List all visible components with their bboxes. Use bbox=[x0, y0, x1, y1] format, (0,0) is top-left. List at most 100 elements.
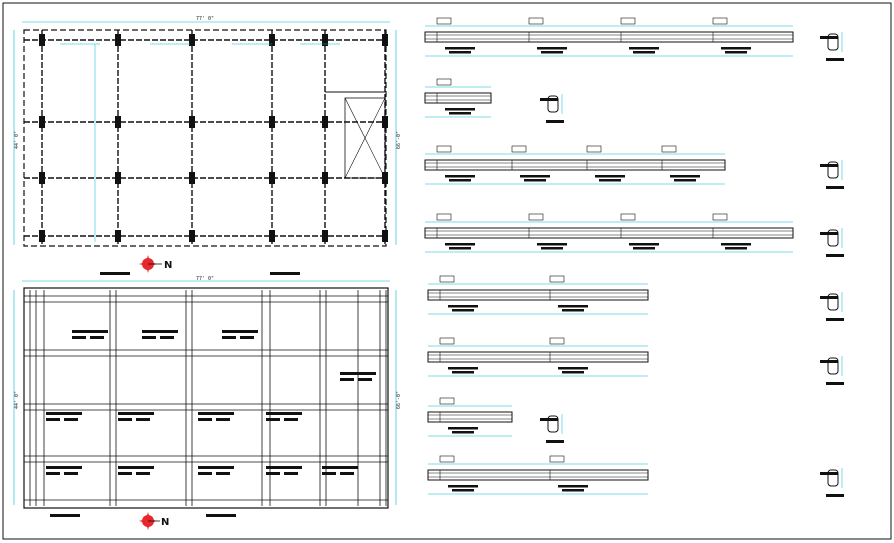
top-plan-depth-dim: 44' 0" bbox=[14, 131, 20, 149]
slab-label-bar bbox=[72, 336, 86, 339]
rebar-callout bbox=[445, 175, 475, 178]
beam-cross-section bbox=[820, 468, 844, 497]
beam-detail bbox=[427, 397, 513, 437]
slab-label-bar bbox=[198, 418, 212, 421]
beam-elevation bbox=[427, 351, 649, 363]
rebar-callout bbox=[524, 179, 546, 182]
bottom-plan-rebar-grid bbox=[24, 272, 388, 517]
slab-label-bar bbox=[198, 412, 234, 415]
beam-cross-section bbox=[820, 356, 844, 385]
beam-elevation bbox=[424, 159, 726, 171]
section-label-bar bbox=[826, 58, 844, 61]
slab-label-bar bbox=[46, 412, 82, 415]
top-floor-plan: 77' 0" 44' 0" 66'-0" bbox=[13, 16, 402, 247]
slab-label-bar bbox=[340, 372, 376, 375]
bottom-plan-right-dim: 66'-0" bbox=[396, 391, 402, 409]
rebar-callout bbox=[629, 47, 659, 50]
beam-cross-section bbox=[820, 32, 844, 61]
section-label-bar bbox=[820, 36, 838, 39]
column bbox=[322, 116, 328, 128]
rebar-callout bbox=[520, 175, 550, 178]
slab-label-bar bbox=[160, 336, 174, 339]
stirrup-tag bbox=[586, 145, 602, 153]
rebar-callout bbox=[445, 47, 475, 50]
column bbox=[189, 34, 195, 46]
beam-detail bbox=[424, 78, 492, 118]
leader-label-bar bbox=[100, 272, 130, 275]
rebar-callout bbox=[448, 305, 478, 308]
slab-label-bar bbox=[118, 412, 154, 415]
section-outline bbox=[827, 293, 839, 311]
slab-label-bar bbox=[46, 472, 60, 475]
column bbox=[115, 230, 121, 242]
north-label-top: N bbox=[164, 260, 172, 271]
section-label-bar bbox=[826, 382, 844, 385]
slab-label-bar bbox=[142, 336, 156, 339]
column bbox=[269, 116, 275, 128]
rebar-callout bbox=[670, 175, 700, 178]
rebar-callout bbox=[633, 247, 655, 250]
slab-label-bar bbox=[340, 472, 354, 475]
rebar-callout bbox=[537, 47, 567, 50]
leader-label-bar bbox=[270, 272, 300, 275]
top-plan-staircase bbox=[344, 97, 386, 179]
rebar-callout bbox=[541, 51, 563, 54]
stirrup-tag bbox=[661, 145, 677, 153]
top-plan-width-dim: 77' 0" bbox=[196, 16, 214, 22]
section-label-bar bbox=[546, 120, 564, 123]
beam-cross-section bbox=[540, 94, 564, 123]
slab-label-bar bbox=[222, 330, 258, 333]
slab-label-bar bbox=[198, 466, 234, 469]
beam-section-details bbox=[424, 17, 844, 497]
section-label-bar bbox=[540, 98, 558, 101]
stirrup-tag bbox=[436, 145, 452, 153]
slab-label-bar bbox=[222, 336, 236, 339]
beam-cross-section bbox=[540, 414, 564, 443]
stirrup-tag bbox=[439, 397, 455, 405]
stirrup-tag bbox=[511, 145, 527, 153]
slab-label-bar bbox=[358, 378, 372, 381]
section-outline bbox=[827, 161, 839, 179]
section-label-bar bbox=[820, 164, 838, 167]
beam-elevation bbox=[424, 227, 794, 239]
bottom-floor-plan: 77' 0" 44' 0" 66'-0" bbox=[13, 272, 402, 517]
slab-label-bar bbox=[64, 418, 78, 421]
column bbox=[115, 172, 121, 184]
beam-detail bbox=[424, 145, 726, 185]
rebar-callout bbox=[674, 179, 696, 182]
beam-detail bbox=[427, 337, 649, 377]
section-label-bar bbox=[820, 232, 838, 235]
stirrup-tag bbox=[436, 17, 452, 25]
section-outline bbox=[827, 469, 839, 487]
beam-elevation bbox=[424, 31, 794, 43]
rebar-callout bbox=[633, 51, 655, 54]
slab-label-bar bbox=[118, 472, 132, 475]
north-arrow-top: N bbox=[139, 255, 172, 273]
leader-label-bar bbox=[206, 514, 236, 517]
stirrup-tag bbox=[439, 455, 455, 463]
column bbox=[269, 172, 275, 184]
rebar-callout bbox=[449, 247, 471, 250]
column bbox=[39, 172, 45, 184]
stirrup-tag bbox=[436, 78, 452, 86]
rebar-callout bbox=[562, 309, 584, 312]
slab-label-bar bbox=[142, 330, 178, 333]
beam-elevation bbox=[427, 411, 513, 423]
rebar-callout bbox=[725, 51, 747, 54]
beam-detail bbox=[424, 17, 794, 57]
section-label-bar bbox=[820, 360, 838, 363]
slab-label-bar bbox=[46, 418, 60, 421]
slab-label-bar bbox=[118, 466, 154, 469]
rebar-callout bbox=[449, 112, 471, 115]
slab-label-bar bbox=[64, 472, 78, 475]
slab-label-bar bbox=[340, 378, 354, 381]
rebar-callout bbox=[558, 367, 588, 370]
rebar-callout bbox=[721, 47, 751, 50]
rebar-callout bbox=[452, 371, 474, 374]
section-outline bbox=[547, 415, 559, 433]
slab-label-bar bbox=[284, 418, 298, 421]
slab-label-bar bbox=[216, 418, 230, 421]
rebar-callout bbox=[599, 179, 621, 182]
